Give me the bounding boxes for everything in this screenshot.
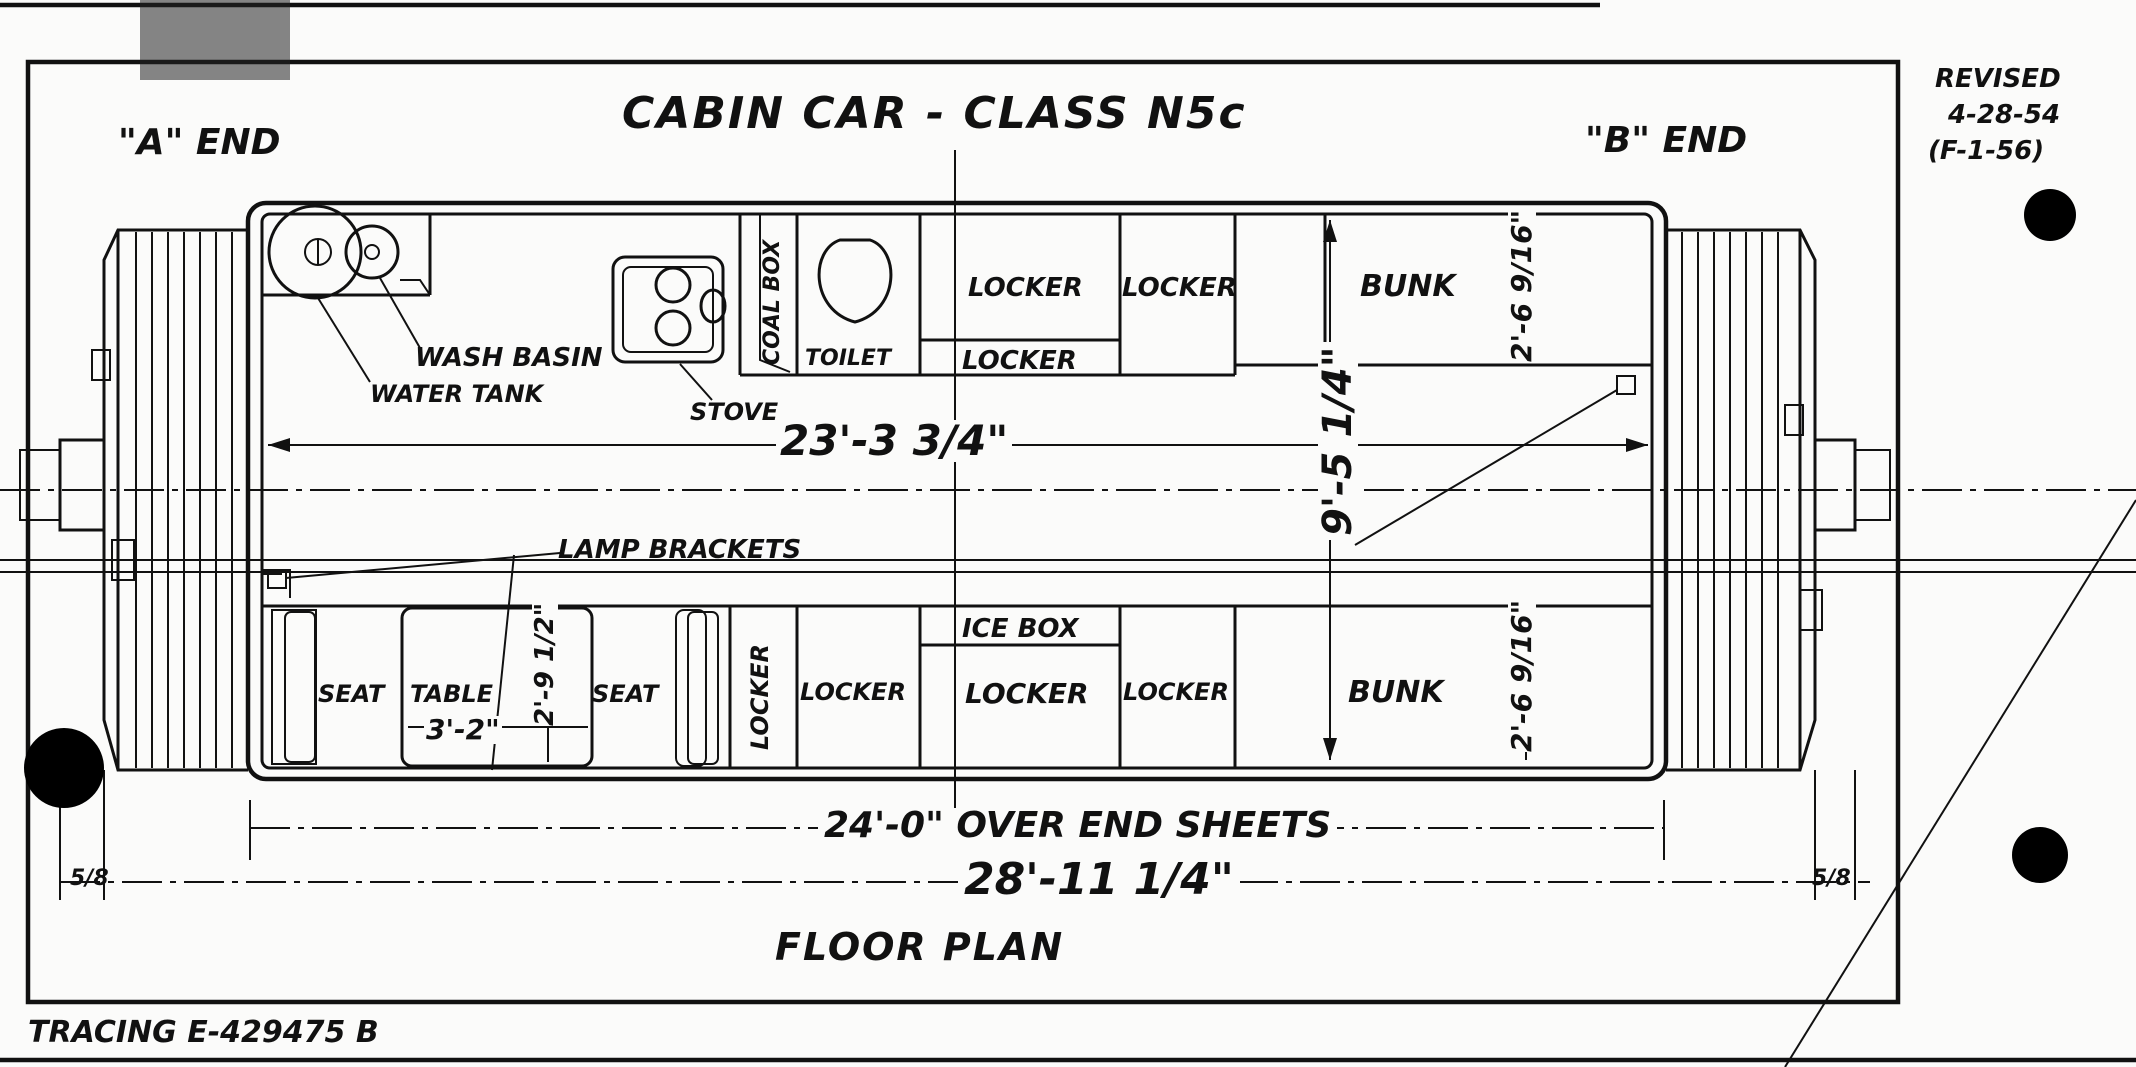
seat-2-label: SEAT (592, 680, 659, 708)
locker-bottom-3-label: LOCKER (1123, 678, 1229, 706)
a-end-label: "A" END (118, 122, 281, 163)
water-tank (267, 204, 363, 300)
top-row-partitions (262, 204, 1652, 377)
toilet-bowl (817, 238, 893, 324)
dim-table-width: 2'-9 1/2" (530, 602, 560, 726)
punch-hole-bottom-right (2012, 827, 2068, 883)
a-end-platform (19, 228, 248, 772)
b-end-label: "B" END (1585, 120, 1748, 161)
revision-label: REVISED (1935, 64, 2061, 94)
tracing-number: TRACING E-429475 B (28, 1015, 379, 1050)
drawing-title: CABIN CAR - CLASS N5c (622, 88, 1247, 139)
dim-overall-length: 28'-11 1/4" (958, 858, 1240, 902)
seat-1-label: SEAT (318, 680, 385, 708)
dim-table-length: 3'-2" (424, 713, 502, 746)
water-tank-label: WATER TANK (370, 380, 544, 408)
dim-interior-width: 9'-5 1/4" (1315, 342, 1361, 540)
b-end-platform (1666, 228, 1891, 772)
coal-box-label: COAL BOX (760, 239, 785, 365)
dim-over-end-sheets: 24'-0" OVER END SHEETS (818, 808, 1338, 844)
wash-basin-label: WASH BASIN (415, 343, 603, 373)
bunk-top-label: BUNK (1360, 269, 1456, 304)
sheet-border (25, 59, 1901, 1005)
stove-label: STOVE (690, 398, 779, 426)
dim-bunk-bottom-width: 2'-6 9/16" (1505, 599, 1538, 752)
locker-bottom-2-label: LOCKER (965, 677, 1089, 710)
bunk-bottom-label: BUNK (1348, 675, 1444, 710)
fold-line (1784, 499, 2136, 1067)
floor-plan-caption: FLOOR PLAN (775, 925, 1065, 969)
dim-end-right: 5/8 (1812, 866, 1851, 891)
locker-top-2-label: LOCKER (962, 346, 1077, 376)
table-label: TABLE (410, 680, 494, 708)
dim-bunk-top-width: 2'-6 9/16" (1505, 209, 1538, 362)
water-tank-leader (317, 297, 371, 383)
revision-code: (F-1-56) (1928, 136, 2045, 166)
smudge-top-left (140, 0, 290, 80)
table (400, 606, 594, 768)
toilet-label: TOILET (805, 346, 891, 371)
punch-hole-top (2024, 189, 2076, 241)
wash-basin-leader (379, 277, 421, 349)
stove-leader (679, 363, 713, 401)
wash-basin (344, 224, 400, 280)
bottom-row-partitions (262, 569, 1652, 768)
ice-box-label: ICE BOX (962, 614, 1079, 644)
stove-body (611, 255, 725, 364)
locker-bottom-1-label: LOCKER (800, 678, 906, 706)
dim-interior-length: 23'-3 3/4" (776, 420, 1013, 462)
lamp-brackets-label: LAMP BRACKETS (558, 535, 802, 565)
locker-top-1-label: LOCKER (968, 273, 1083, 303)
revision-date: 4-28-54 (1948, 100, 2061, 130)
locker-top-3-label: LOCKER (1122, 273, 1237, 303)
punch-hole-left (24, 728, 104, 808)
locker-vertical-label: LOCKER (746, 644, 774, 750)
dim-end-left: 5/8 (70, 866, 109, 891)
